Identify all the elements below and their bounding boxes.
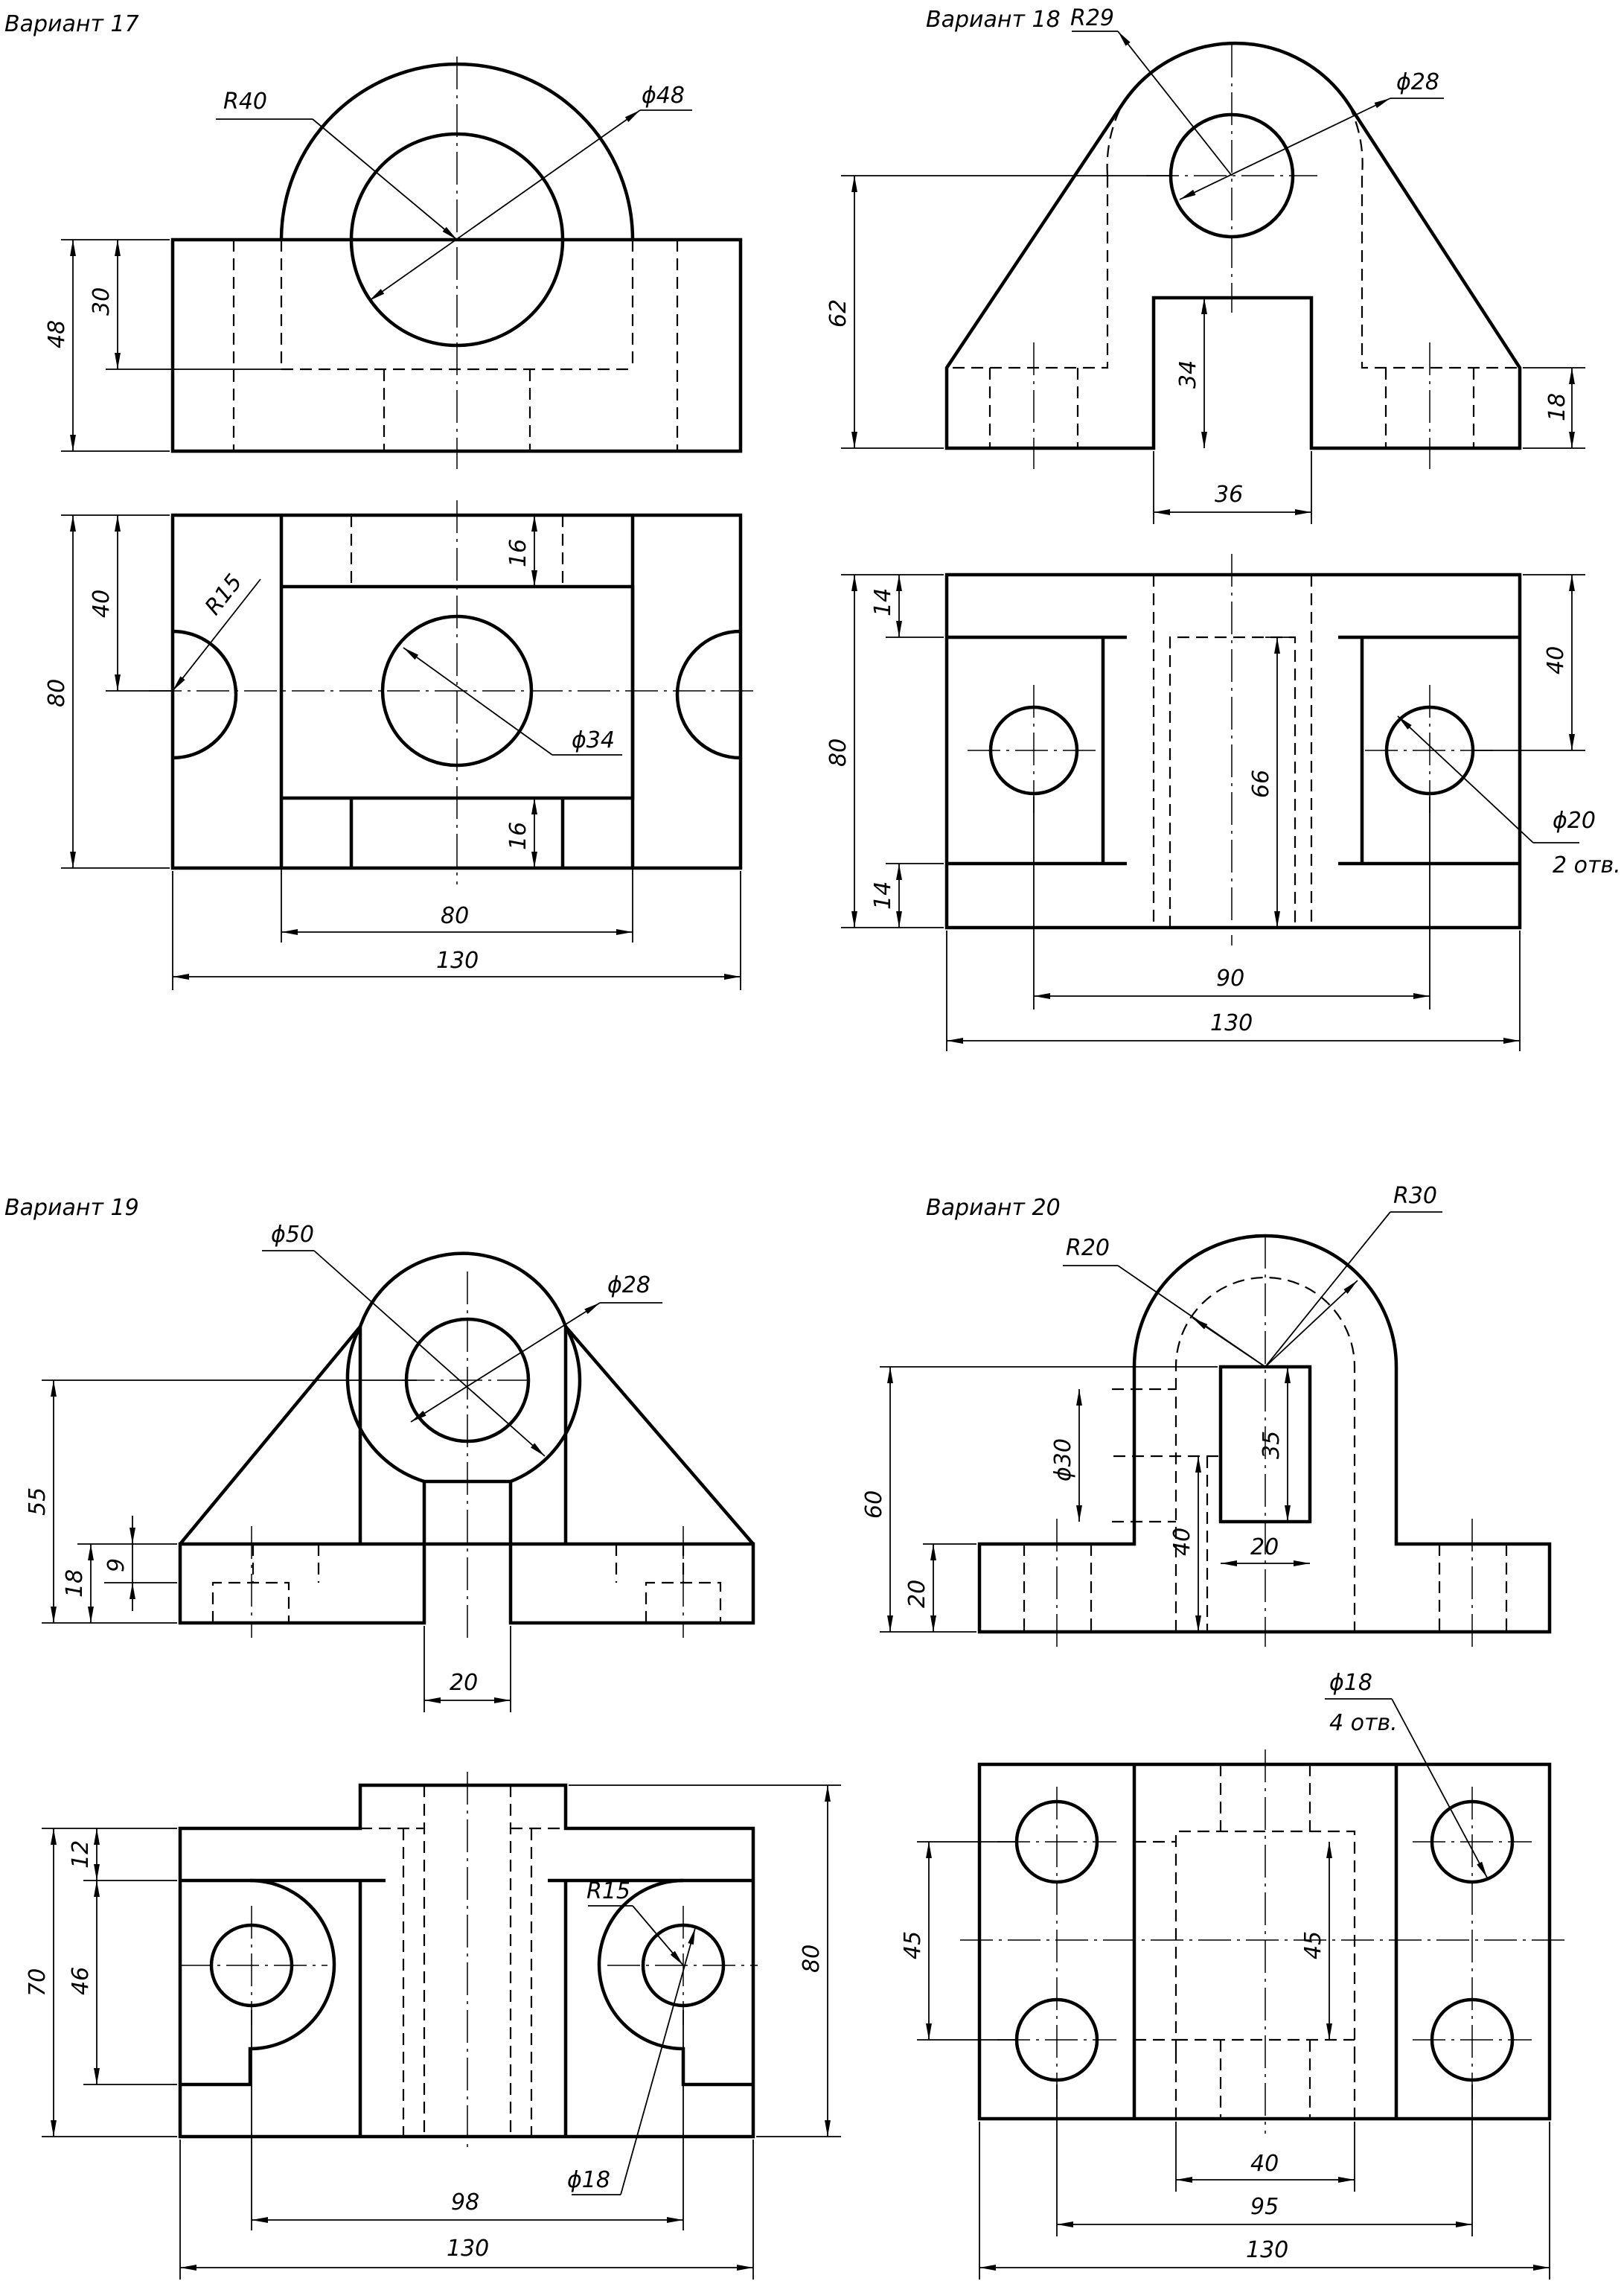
dim-60: 60 bbox=[861, 1490, 887, 1519]
dim-holes-4: 4 отв. bbox=[1329, 1710, 1398, 1736]
dim-d30: ϕ30 bbox=[1050, 1438, 1076, 1481]
dim-80: 80 bbox=[799, 1945, 825, 1973]
variant-20-front-dimensions: R30 R20 60 20 ϕ30 35 40 20 bbox=[861, 1183, 1442, 1633]
variant-19-title: Вариант 19 bbox=[4, 1195, 139, 1221]
dim-130: 130 bbox=[447, 2236, 489, 2262]
dim-40: 40 bbox=[1250, 2151, 1279, 2177]
variant-18: Вариант 18 R29 ϕ28 bbox=[825, 5, 1621, 1051]
dim-40: 40 bbox=[1543, 646, 1569, 674]
variant-18-front-view bbox=[944, 41, 1522, 469]
dim-80-horizontal: 80 bbox=[441, 903, 469, 929]
dim-98: 98 bbox=[451, 2189, 479, 2216]
dim-r20: R20 bbox=[1066, 1235, 1110, 1261]
variant-20-top-dimensions: ϕ18 4 отв. 45 45 40 95 130 bbox=[900, 1670, 1550, 2280]
dim-40-vertical: 40 bbox=[1169, 1528, 1195, 1556]
dim-62: 62 bbox=[825, 299, 851, 328]
dim-80: 80 bbox=[825, 739, 851, 767]
dim-45-left: 45 bbox=[900, 1931, 926, 1959]
dim-95: 95 bbox=[1250, 2194, 1279, 2220]
variant-20: Вариант 20 R30 R20 bbox=[861, 1183, 1570, 2280]
dim-80-vertical: 80 bbox=[44, 679, 70, 707]
variant-19-top-dimensions: 70 12 46 80 R15 ϕ18 98 130 bbox=[25, 1784, 841, 2280]
variant-20-title: Вариант 20 bbox=[926, 1195, 1061, 1221]
dim-d34: ϕ34 bbox=[572, 727, 615, 753]
dim-70: 70 bbox=[25, 1968, 51, 1997]
variant-19-front-view bbox=[178, 1251, 755, 1638]
dim-40: 40 bbox=[89, 590, 115, 618]
dim-r29: R29 bbox=[1070, 5, 1114, 31]
dim-66: 66 bbox=[1248, 770, 1274, 798]
dim-45-center: 45 bbox=[1300, 1931, 1326, 1959]
dim-130: 130 bbox=[436, 948, 479, 974]
dim-55: 55 bbox=[25, 1487, 51, 1516]
variant-20-top-view bbox=[960, 1749, 1570, 2134]
dim-d28: ϕ28 bbox=[607, 1272, 650, 1298]
dim-20: 20 bbox=[450, 1670, 478, 1696]
dim-35: 35 bbox=[1259, 1431, 1285, 1459]
dim-48: 48 bbox=[44, 320, 70, 348]
dim-18: 18 bbox=[62, 1569, 88, 1598]
dim-14-top: 14 bbox=[870, 588, 896, 616]
variant-17-top-view bbox=[149, 500, 759, 884]
dim-r15: R15 bbox=[200, 570, 248, 620]
dim-r30: R30 bbox=[1393, 1183, 1437, 1209]
dim-r40: R40 bbox=[223, 89, 267, 115]
dim-d18: ϕ18 bbox=[567, 2167, 610, 2193]
dim-d20: ϕ20 bbox=[1553, 808, 1596, 834]
dim-d28: ϕ28 bbox=[1396, 69, 1439, 95]
dim-d50: ϕ50 bbox=[271, 1222, 314, 1248]
variant-17: Вариант 17 R40 ϕ48 bbox=[4, 11, 759, 990]
dim-90: 90 bbox=[1216, 966, 1244, 992]
variant-19: Вариант 19 ϕ50 ϕ28 bbox=[4, 1195, 841, 2280]
variant-17-title: Вариант 17 bbox=[4, 11, 139, 37]
variant-18-front-dimensions: R29 ϕ28 62 34 18 36 bbox=[825, 5, 1585, 524]
variant-18-top-view bbox=[944, 554, 1522, 945]
dim-holes-2: 2 отв. bbox=[1553, 852, 1621, 878]
dim-16-bottom: 16 bbox=[505, 822, 531, 850]
dim-130: 130 bbox=[1210, 1010, 1253, 1036]
variant-20-front-view bbox=[977, 1234, 1552, 1647]
dim-20-horizontal: 20 bbox=[1250, 1534, 1279, 1560]
dim-r15: R15 bbox=[586, 1878, 630, 1904]
dim-34: 34 bbox=[1175, 360, 1201, 389]
variant-18-top-dimensions: 80 14 14 40 66 ϕ20 2 отв. 90 130 bbox=[825, 574, 1621, 1051]
dim-12: 12 bbox=[68, 1840, 94, 1869]
variant-19-top-view bbox=[178, 1772, 758, 2151]
variant-19-front-dimensions: ϕ50 ϕ28 55 18 9 20 bbox=[25, 1222, 662, 1712]
dim-d18: ϕ18 bbox=[1329, 1670, 1372, 1696]
dim-18: 18 bbox=[1544, 393, 1570, 421]
dim-9: 9 bbox=[103, 1558, 130, 1572]
dim-14-bottom: 14 bbox=[870, 881, 896, 910]
dim-130: 130 bbox=[1246, 2237, 1288, 2263]
dim-36: 36 bbox=[1215, 482, 1243, 508]
dim-20-vertical: 20 bbox=[904, 1580, 930, 1608]
variant-18-title: Вариант 18 bbox=[926, 7, 1061, 33]
variant-17-front-dimensions: R40 ϕ48 48 30 bbox=[44, 83, 692, 452]
dim-16-top: 16 bbox=[505, 539, 531, 567]
dim-30: 30 bbox=[89, 287, 115, 316]
dim-46: 46 bbox=[68, 1967, 94, 1995]
dim-d48: ϕ48 bbox=[642, 83, 685, 109]
